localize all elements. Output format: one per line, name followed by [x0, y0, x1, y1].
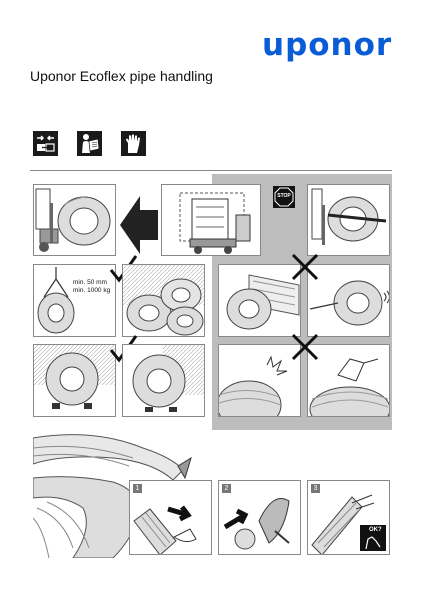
sharp-object-panel	[218, 344, 301, 417]
step-1-panel: 1	[129, 480, 212, 555]
stacked-coils-panel	[122, 264, 205, 337]
rope-pull-panel	[307, 264, 390, 337]
truck-load-panel	[161, 184, 261, 256]
stop-sign-box: STOP	[273, 186, 295, 208]
lifting-gap-note: min. 50 mm	[73, 279, 107, 286]
cutting-tool-panel	[307, 344, 390, 417]
page-title: Uponor Ecoflex pipe handling	[30, 68, 213, 84]
ok-check-badge: OK?	[360, 525, 386, 551]
step-number: 2	[222, 484, 231, 493]
hand-icon	[365, 536, 381, 550]
coil-near-wall-panel	[122, 344, 205, 417]
crane-lift-panel: min. 50 mm min. 1000 kg	[33, 264, 116, 337]
ok-label: OK?	[369, 527, 382, 533]
pipe-coil-illustration	[32, 418, 193, 559]
coil-on-supports-panel	[33, 344, 116, 417]
step-2-panel: 2	[218, 480, 301, 555]
stop-sign-icon	[274, 187, 294, 207]
read-manual-icon	[77, 131, 102, 156]
gloves-icon	[121, 131, 146, 156]
forklift-lifting-panel	[33, 184, 116, 256]
arrows-icon	[33, 131, 58, 156]
step-3-panel: 3 OK?	[307, 480, 390, 555]
stop-sign-label: STOP	[277, 193, 291, 199]
arrow-left-icon	[120, 196, 158, 259]
uponor-logo: uponor	[262, 27, 393, 63]
lifting-capacity-note: min. 1000 kg	[73, 287, 111, 294]
forklift-pierce-panel	[307, 184, 390, 256]
divider	[30, 170, 392, 171]
rough-surface-panel	[218, 264, 301, 337]
step-number: 1	[133, 484, 142, 493]
step-number: 3	[311, 484, 320, 493]
